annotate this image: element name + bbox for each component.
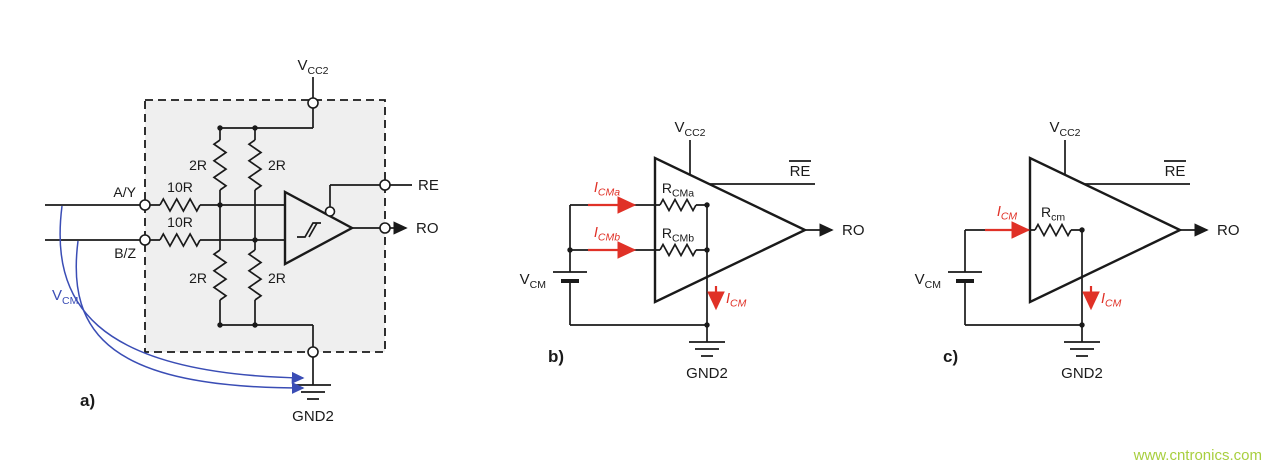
icm-label: ICM [726,291,747,310]
re-pin-terminal [379,179,391,191]
watermark: www.cntronics.com [1133,447,1262,464]
junction-dot [704,322,710,328]
re-label: RE [790,163,811,180]
input-a-terminal [139,199,151,211]
resistor-10r-a-label: 10R [167,179,193,195]
resistor-2r-label: 2R [189,157,207,173]
rcma-label: RCMa [662,180,694,200]
icma-label: ICMa [594,180,620,199]
vcm-path-arrow-top [59,205,305,384]
ro-label: RO [842,222,865,239]
ground-icon-b [689,341,725,357]
vcm-path-arrow-bottom [75,240,305,394]
resistor-2r-label: 2R [268,157,286,173]
icm-out-label: ICM [1101,291,1122,310]
rcmb-label: RCMb [662,225,694,245]
input-a-label: A/Y [113,184,136,200]
enable-inversion-bubble [324,206,336,217]
figure-c: VCC2 RE RO Rcm ICM ICM VCM GND2 c) [915,119,1240,382]
icmb-label: ICMb [594,225,620,244]
vcm-label: VCM [52,287,78,307]
vcm-label: VCM [520,271,546,291]
ground-icon-c [1064,341,1100,357]
vcm-battery [553,271,587,283]
resistor-rcma [659,197,697,213]
junction-dot [1079,227,1085,233]
vcm-battery [948,271,982,283]
junction-dot [252,322,258,328]
junction-dot [252,125,258,131]
ro-pin-terminal [379,222,391,234]
junction-dots-a [217,125,258,328]
resistor-2r-label: 2R [268,270,286,286]
vcm-label: VCM [915,271,941,291]
figure-a-label: a) [80,391,95,410]
resistor-10r-b-label: 10R [167,214,193,230]
ro-label: RO [416,220,439,237]
rcm-label: Rcm [1041,204,1065,224]
junction-dot [1079,322,1085,328]
resistor-10r-a [159,197,201,213]
resistor-rcm [1034,222,1072,238]
vcc2-pin-terminal [307,97,319,109]
resistor-10r-b [159,232,201,248]
resistor-2r-bottom-right [247,249,263,301]
gnd2-label: GND2 [292,408,334,425]
junction-dot [704,247,710,253]
junction-dot [252,237,258,243]
figure-c-label: c) [943,347,958,366]
figure-b: VCC2 RE RO RCMa RCMb ICMa ICMb ICM VCM G… [520,119,865,382]
ground-icon-a [295,384,331,400]
junction-dot [217,125,223,131]
figure-a: VCC2 A/Y B/Z 10R 10R 2R 2R 2R 2R RE RO V… [45,57,439,425]
vcc2-label: VCC2 [297,57,328,77]
wires-a [45,77,412,385]
gnd2-label: GND2 [1061,365,1103,382]
re-label: RE [418,177,439,194]
receiver-triangle [283,189,355,267]
resistor-2r-bottom-left [212,249,228,301]
junction-dot [704,202,710,208]
icm-in-label: ICM [997,204,1018,223]
gnd2-pin-terminal [307,346,319,358]
hysteresis-icon [297,222,321,238]
vcc2-label: VCC2 [1049,119,1080,139]
junction-dot [217,322,223,328]
ro-label: RO [1217,222,1240,239]
input-b-terminal [139,234,151,246]
vcc2-label: VCC2 [674,119,705,139]
figure-b-label: b) [548,347,564,366]
resistor-2r-top-right [247,139,263,191]
gnd2-label: GND2 [686,365,728,382]
resistor-2r-label: 2R [189,270,207,286]
device-boundary-box [144,99,386,353]
receiver-triangle [653,156,808,304]
resistor-rcmb [659,242,697,258]
junction-dots-b [567,202,710,328]
junction-dot [217,202,223,208]
resistor-2r-top-left [212,139,228,191]
junction-dot [567,247,573,253]
junction-dots-c [1079,227,1085,328]
re-label: RE [1165,163,1186,180]
input-b-label: B/Z [114,245,136,261]
